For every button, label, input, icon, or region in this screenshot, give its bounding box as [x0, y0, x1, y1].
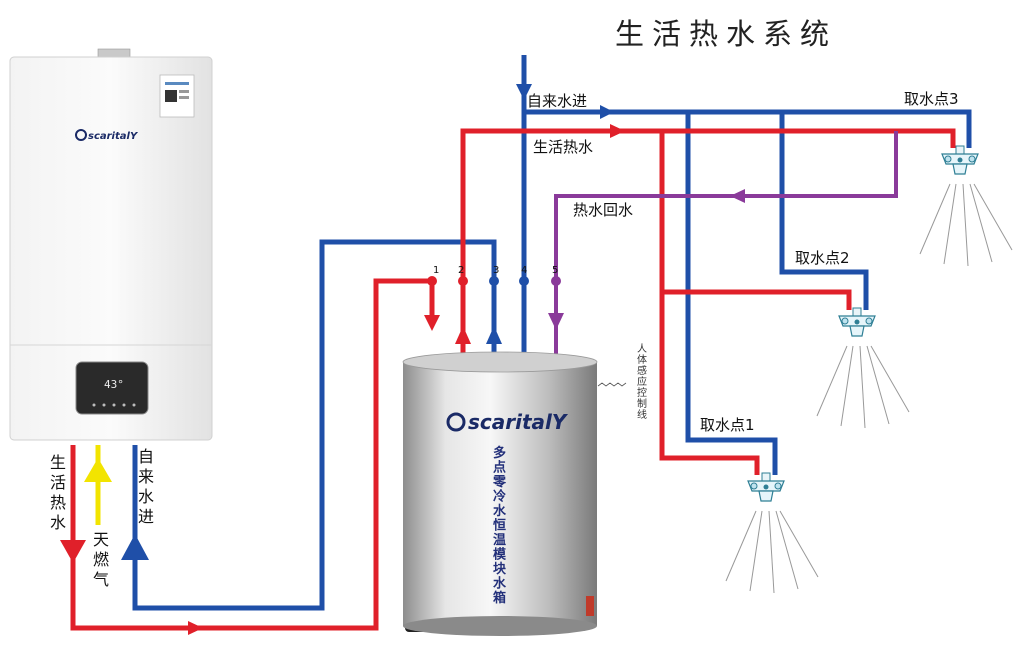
boiler-logo: scaritalY [75, 129, 139, 142]
hot-down-arrow-icon [60, 540, 86, 563]
boiler-control-panel [75, 361, 149, 415]
gas-up-arrow-icon [84, 458, 112, 482]
storage-tank: scaritalY 多点零冷水恒温模块水箱 [402, 351, 598, 636]
sensor-control-wire: 人体感应控制线 [597, 343, 647, 421]
port-5-label: 5 [552, 265, 558, 276]
boiler-hot-water-pipe [60, 278, 440, 635]
hot-supply-pipe [455, 124, 956, 475]
tank-name: 多点零冷水恒温模块水箱 [492, 445, 507, 606]
boiler-cold-label: 自来水进 [138, 447, 154, 526]
tap-2-faucet-icon [816, 307, 910, 429]
port2-up-arrow-icon [455, 326, 471, 344]
inlet-down-arrow-icon [516, 84, 532, 100]
tank-brand: scaritalY [468, 410, 569, 434]
hot-flow-arrow-icon [188, 621, 203, 635]
boiler-brand: scaritalY [88, 131, 139, 142]
port-3-label: 3 [493, 265, 499, 276]
tap-3-faucet-icon [919, 145, 1013, 267]
gas-pipe [84, 445, 112, 525]
tank-port-nodes [427, 276, 561, 286]
page-title: 生活热水系统 [615, 17, 837, 51]
port3-up-arrow-icon [486, 326, 502, 344]
boiler-hot-label: 生活热水 [50, 453, 66, 532]
return-arrow-icon [730, 189, 745, 203]
tap-2-label: 取水点2 [795, 249, 850, 267]
port1-down-arrow-icon [424, 315, 440, 331]
cold-branch-arrow-icon [600, 105, 614, 119]
boiler-gas-label: 天燃气 [93, 530, 109, 589]
port-2-label: 2 [458, 265, 464, 276]
sensor-label: 人体感应控制线 [637, 343, 647, 421]
tap-1-faucet-icon [725, 472, 819, 594]
tank-logo: scaritalY [446, 410, 569, 434]
hot-branch-arrow-icon [610, 124, 625, 138]
tap-3-label: 取水点3 [904, 90, 959, 108]
boiler-display-temp: 43° [104, 378, 124, 391]
mains-cold-inlet-pipe [516, 55, 972, 475]
hot-return-pipe [548, 131, 898, 355]
tap-1-label: 取水点1 [700, 416, 755, 434]
port-4-label: 4 [521, 265, 527, 276]
hot-supply-label: 生活热水 [533, 138, 593, 156]
port5-down-arrow-icon [548, 313, 564, 330]
cold-inlet-label: 自来水进 [527, 92, 587, 110]
hot-return-label: 热水回水 [573, 201, 633, 219]
gas-water-heater: scaritalY 43° [9, 48, 213, 441]
port-1-label: 1 [433, 265, 439, 276]
